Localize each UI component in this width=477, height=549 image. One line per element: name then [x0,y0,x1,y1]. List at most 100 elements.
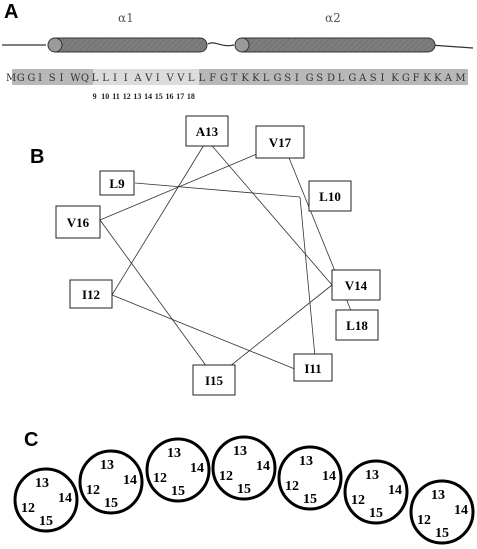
circle-number: 13 [299,454,313,469]
circle-number: 15 [237,482,251,497]
sequence-letter: Q [81,73,89,84]
circle-number: 13 [35,476,49,491]
circle-number: 13 [431,488,445,503]
sequence-letter: K [391,73,399,84]
sequence-letter: T [231,73,238,84]
sequence-letter: D [327,73,335,84]
sequence-letter: G [220,73,228,84]
circle-number: 12 [285,479,299,494]
sequence-letter: K [423,73,431,84]
sequence-letter: F [413,73,420,84]
sequence-letter: V [176,73,185,84]
wheel-residue-v14: V14 [331,269,381,301]
sequence-letter: V [166,73,175,84]
sequence-letter: W [70,73,81,84]
circle-number: 12 [21,501,35,516]
sequence-letter: I [38,73,42,84]
panel-c-label: C [24,429,38,451]
wheel-residue-l10: L10 [308,180,352,212]
helix-alpha2-cylinder [234,37,436,53]
position-number: 15 [155,92,163,101]
circle-number: 15 [39,514,53,529]
sequence-letter: I [124,73,128,84]
wheel-residue-l18: L18 [335,309,379,341]
position-number: 13 [133,92,141,101]
circle-number: 13 [365,468,379,483]
position-number: 9 [93,92,97,101]
sequence-letter: V [144,73,153,84]
helix-circle [409,479,475,545]
position-number: 16 [166,92,174,101]
circle-number: 12 [86,483,100,498]
circle-number: 12 [351,493,365,508]
sequence-letter: A [133,73,142,84]
sequence-letter: L [338,73,345,84]
sequence-letter: G [306,73,314,84]
sequence-letter: S [49,73,56,84]
sequence-letter: A [444,73,453,84]
sequence-letter: G [27,73,35,84]
helix-circle [145,437,211,503]
circle-number: 15 [171,484,185,499]
sequence-letter: K [241,73,249,84]
position-number: 18 [187,92,195,101]
circle-number: 14 [322,469,336,484]
position-number: 17 [176,92,184,101]
helix-circle [78,449,144,515]
sequence-letter: K [252,73,260,84]
sequence-letter: I [156,73,160,84]
sequence-highlight [93,69,199,85]
sequence-letter: L [188,73,195,84]
sequence-letter: M [455,73,465,84]
circle-number: 14 [388,483,402,498]
circle-number: 13 [100,458,114,473]
svg-text:V14: V14 [345,278,368,293]
helix-alpha1-cylinder [47,37,208,53]
sequence-letter: F [209,73,216,84]
circle-number: 12 [153,471,167,486]
circle-number: 14 [256,459,270,474]
circle-number: 13 [167,446,181,461]
circle-number: 15 [435,526,449,541]
position-number: 11 [112,92,120,101]
svg-text:I12: I12 [82,287,100,302]
svg-text:V16: V16 [67,215,90,230]
position-number: 10 [101,92,109,101]
sequence-letter: A [358,73,367,84]
sequence-letter: G [17,73,25,84]
helical-wheel-lines [99,139,357,379]
wheel-residue-l9: L9 [99,170,135,196]
svg-text:A13: A13 [196,124,219,139]
circle-number: 13 [233,444,247,459]
circle-number: 14 [58,491,72,506]
circle-number: 12 [219,469,233,484]
helix-alpha2-label: α2 [325,11,341,25]
sequence-letter: I [60,73,64,84]
sequence-letter: S [370,73,377,84]
helix-circle [343,459,409,525]
wheel-residue-i12: I12 [69,279,113,309]
wheel-residue-i11: I11 [293,353,333,382]
sequence-letter: G [402,73,410,84]
helix-circle [277,445,343,511]
sequence-letter: I [113,73,117,84]
backbone-line [2,42,474,49]
position-number: 14 [144,92,152,101]
helix-circle [13,467,79,533]
sequence-letter: L [199,73,206,84]
panel-a-label: A [4,1,18,23]
helix-circle [211,435,277,501]
sequence-letter: M [6,73,16,84]
sequence-letter: L [92,73,99,84]
circle-number: 14 [190,461,204,476]
sequence-letter: I [295,73,299,84]
svg-text:L18: L18 [346,318,368,333]
wheel-residue-i15: I15 [192,364,236,396]
svg-text:L10: L10 [319,189,341,204]
sequence-letter: G [274,73,282,84]
circle-number: 15 [369,506,383,521]
